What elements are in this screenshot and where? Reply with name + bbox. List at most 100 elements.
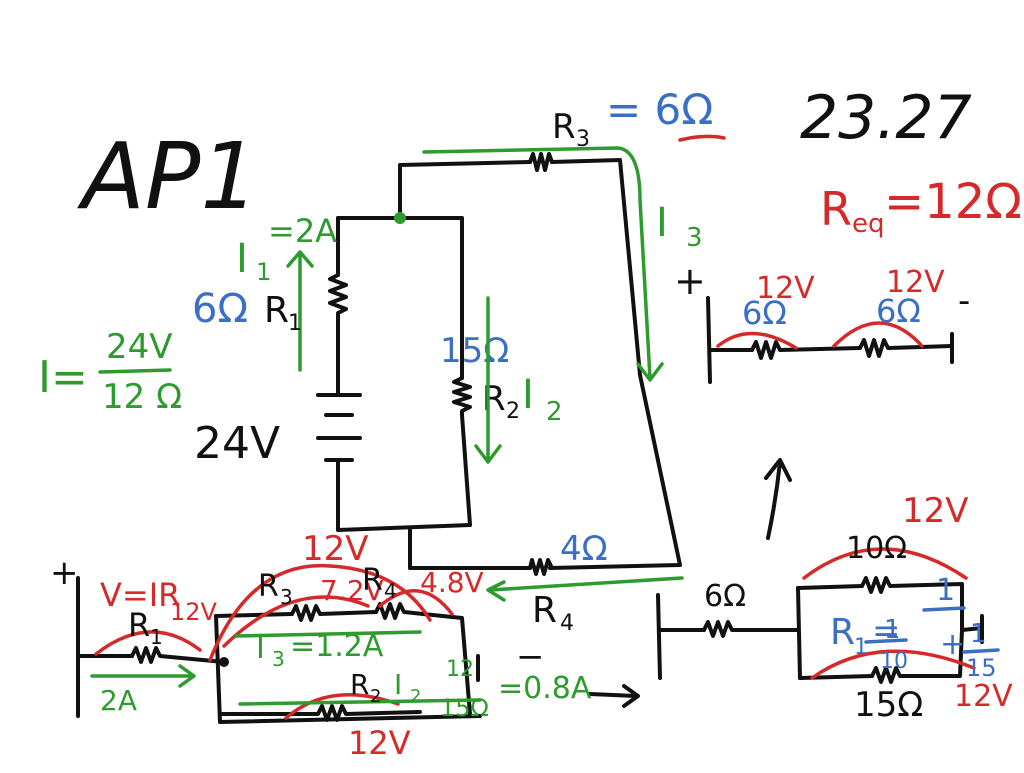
junction-dot <box>394 212 406 224</box>
r4-value: 4Ω <box>560 529 608 569</box>
bottom-v-bottom: 12V <box>348 724 411 762</box>
i3-subscript: 3 <box>686 223 703 253</box>
parallel-formula-den-b: 10 <box>880 649 908 674</box>
parallel-formula-sub: 1 <box>854 635 868 660</box>
bottom-i2-label: I <box>394 668 402 701</box>
bottom-r3-subscript: 3 <box>280 585 293 609</box>
r4-subscript: 4 <box>560 611 574 636</box>
bottom-r2-resistor <box>218 704 422 722</box>
bottom-plus: + <box>50 553 79 593</box>
bottom-r3-resistor <box>290 604 378 622</box>
series-resistor-right <box>858 338 954 358</box>
bottom-r3-label: R <box>258 569 279 604</box>
r4-label: R <box>532 590 557 631</box>
bottom-i2-subscript: 2 <box>410 686 421 707</box>
req-label: R <box>820 182 852 236</box>
r2-value: 15Ω <box>440 331 509 371</box>
series-equivalent-circuit <box>706 296 954 540</box>
ohms-law-fraction-bar <box>98 368 172 374</box>
title-text: AP1 <box>77 123 259 230</box>
r3-value-underline <box>678 134 726 142</box>
parallel-resistor-top <box>860 576 964 632</box>
up-arrow <box>764 458 792 540</box>
r1-label: R <box>264 290 289 331</box>
series-v-left: 12V <box>756 271 815 306</box>
parallel-circuit <box>656 547 1000 684</box>
bottom-r4-label: R <box>362 563 383 598</box>
parallel-series-resistor <box>702 620 800 638</box>
ohms-law-lhs: I= <box>38 352 88 403</box>
r2-resistor-symbol <box>452 376 472 417</box>
bottom-r4-subscript: 4 <box>384 579 397 603</box>
parallel-v-top: 12V <box>902 491 969 531</box>
series-r-right: 6Ω <box>876 292 921 330</box>
req-value: =12Ω <box>884 174 1022 230</box>
bottom-r3-voltage: 7.2V <box>320 574 384 607</box>
r3-label: R <box>552 107 576 147</box>
parallel-formula-num: 1 <box>936 573 955 608</box>
r4-current-arrow <box>486 576 684 602</box>
battery-label: 24V <box>194 418 280 469</box>
bottom-r4-resistor <box>374 602 472 716</box>
bottom-current: 2A <box>100 684 137 717</box>
r3-resistor-symbol <box>528 152 554 172</box>
bottom-r1-resistor <box>130 646 226 664</box>
r4-resistor-symbol <box>528 558 554 576</box>
redrawn-circuit <box>76 563 640 724</box>
i1-label: I <box>236 236 248 282</box>
i1-arrow <box>286 250 314 372</box>
i2-subscript: 2 <box>546 397 563 427</box>
parallel-r-series: 6Ω <box>704 579 746 614</box>
series-v-right: 12V <box>886 265 945 300</box>
parallel-formula-eq: = <box>872 611 901 651</box>
bottom-i2-value: =0.8A <box>498 671 592 706</box>
bottom-vir: V=IR <box>100 576 180 614</box>
bottom-i3-label: I <box>256 631 265 666</box>
r1-value: 6Ω <box>192 286 248 332</box>
parallel-formula-den-c: 1 <box>970 619 987 649</box>
bottom-v-top: 12V <box>302 529 369 569</box>
r3-subscript: 3 <box>576 127 590 152</box>
parallel-formula-den-a: 1 <box>884 615 901 645</box>
i3-label: I <box>656 200 668 246</box>
bottom-r1-label: R <box>128 606 150 644</box>
r2-label: R <box>482 379 506 419</box>
parallel-formula-den-d: 15 <box>966 654 997 682</box>
bottom-i2-numerator: 12 <box>446 657 474 682</box>
r3-value: = 6Ω <box>606 85 713 134</box>
bottom-r4-voltage: 4.8V <box>420 566 484 599</box>
i3-arrow <box>422 146 664 382</box>
i2-arrow <box>474 296 502 464</box>
parallel-v-bottom: 12V <box>954 679 1013 714</box>
r2-subscript: 2 <box>506 399 520 424</box>
bottom-i2-denominator: 15Ω <box>440 694 489 722</box>
r1-resistor-symbol <box>328 273 348 322</box>
series-r-left: 6Ω <box>742 294 787 332</box>
ohms-law-denominator: 12 Ω <box>102 377 182 417</box>
series-resistor-left <box>750 340 862 360</box>
bottom-r2-label: R <box>350 668 369 701</box>
bottom-i3-value: =1.2A <box>290 629 384 664</box>
parallel-formula-lhs: R <box>830 612 855 653</box>
parallel-r-bottom: 15Ω <box>854 685 923 725</box>
parallel-resistor-bottom <box>870 628 964 684</box>
req-subscript: eq <box>852 209 885 239</box>
bottom-r1-voltage: 12V <box>170 598 218 626</box>
parallel-r-top: 10Ω <box>846 531 907 566</box>
parallel-formula-plus: + <box>940 627 965 662</box>
i2-label: I <box>522 372 534 418</box>
i1-value: =2A <box>268 212 337 250</box>
bottom-minus: − <box>516 637 545 677</box>
bottom-r2-subscript: 2 <box>370 686 381 707</box>
main-circuit-wires <box>336 158 682 570</box>
series-plus: + <box>674 259 706 303</box>
battery-symbol <box>316 393 362 472</box>
series-minus: - <box>958 281 970 321</box>
r1-subscript: 1 <box>288 311 302 336</box>
i1-subscript: 1 <box>256 258 271 286</box>
bottom-r1-subscript: 1 <box>150 625 163 649</box>
bottom-i3-subscript: 3 <box>272 647 285 671</box>
ohms-law-numerator: 24V <box>106 327 173 367</box>
